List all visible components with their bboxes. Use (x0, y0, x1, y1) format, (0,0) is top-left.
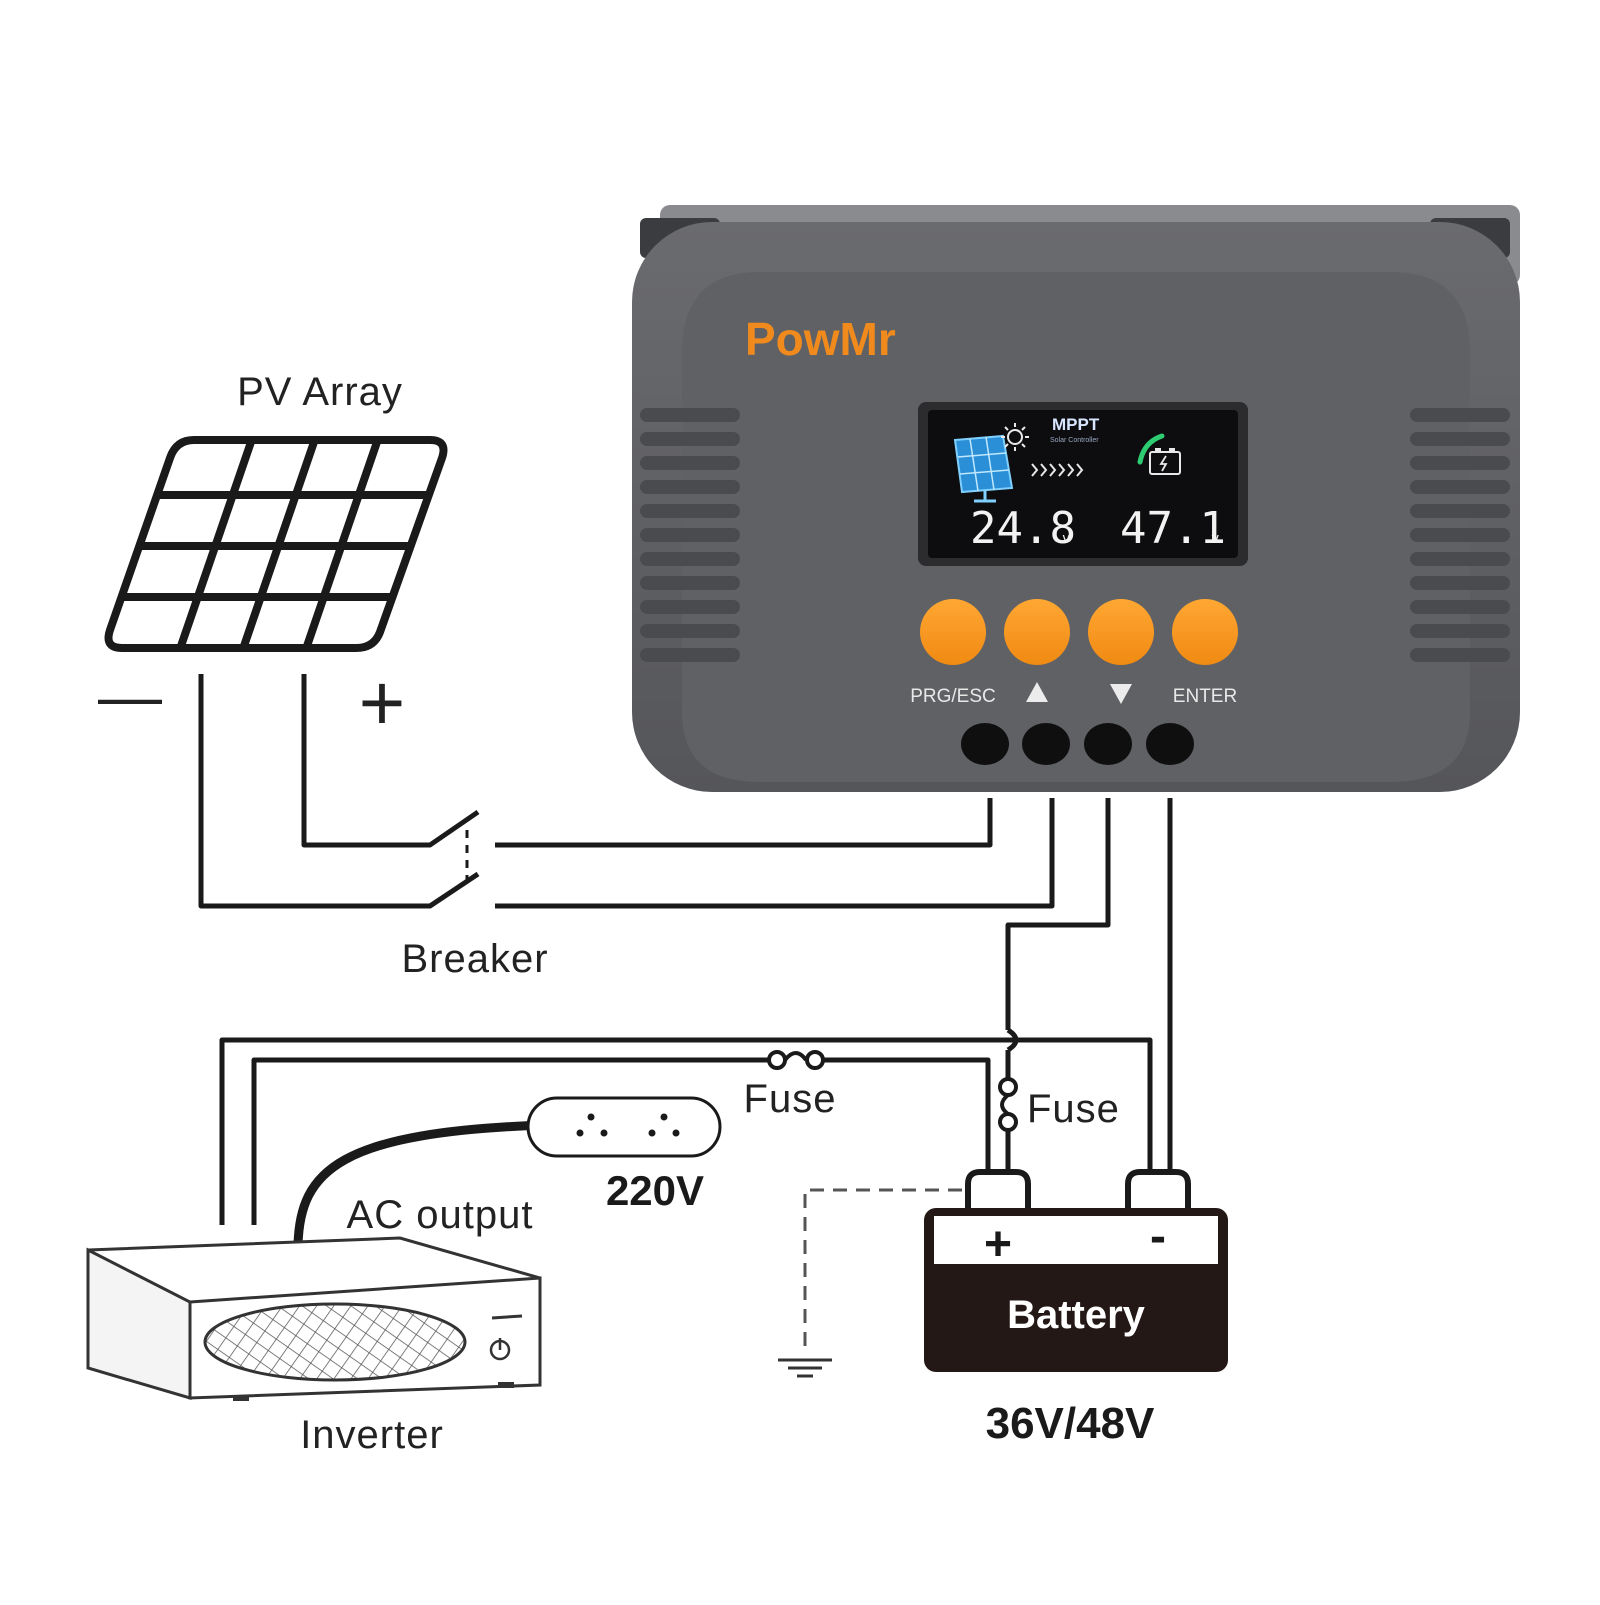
battery-voltage-label: 36V/48V (986, 1399, 1155, 1448)
ground-icon (778, 1358, 832, 1378)
ground-wire (803, 1188, 962, 1352)
enter-key[interactable] (1172, 599, 1238, 665)
battery: + - Battery 36V/48V (924, 1169, 1228, 1448)
ac-output-label: AC output (347, 1193, 534, 1237)
heatsink-rib (640, 600, 740, 614)
lcd-battery-unit: v (1211, 531, 1219, 547)
battery-fuse-icon (998, 1077, 1018, 1132)
lcd-battery-icon (1137, 433, 1181, 475)
lcd-solar-panel-icon (953, 434, 1014, 503)
up-triangle-icon (1026, 682, 1048, 702)
controller-battery-positive-wire (1005, 798, 1111, 1030)
up-key[interactable] (1004, 599, 1070, 665)
brand-logo: PowMr (745, 313, 896, 365)
heatsink-rib (640, 552, 740, 566)
heatsink-rib (1410, 648, 1510, 662)
battery-label: Battery (1007, 1293, 1146, 1337)
pv-minus-symbol: — (98, 660, 162, 732)
lcd-pv-voltage: 24.8 (970, 503, 1076, 554)
inverter-power-icon (489, 1338, 511, 1361)
heatsink-rib (640, 456, 740, 470)
right-heatsink-ribs (1410, 408, 1510, 662)
pv-negative-terminal (961, 723, 1009, 765)
lcd-flow-arrows-icon (1031, 463, 1084, 477)
heatsink-rib (1410, 552, 1510, 566)
battery-top-band (934, 1216, 1218, 1264)
prg-esc-key-label: PRG/ESC (910, 686, 996, 707)
inverter-foot-right (498, 1382, 514, 1388)
lcd-sun-icon (1001, 423, 1029, 451)
pv-positive-terminal (1022, 723, 1070, 765)
battery-negative-post (1125, 1169, 1191, 1210)
heatsink-rib (1410, 576, 1510, 590)
lcd-mode-title: MPPT (1052, 415, 1100, 434)
down-key[interactable] (1088, 599, 1154, 665)
heatsink-rib (1410, 432, 1510, 446)
pv-positive-wire-to-controller (495, 798, 993, 848)
ac-output: 220V AC output (293, 1096, 722, 1250)
ac-voltage-label: 220V (606, 1167, 704, 1214)
heatsink-rib (640, 624, 740, 638)
heatsink-rib (1410, 456, 1510, 470)
heatsink-rib (1410, 480, 1510, 494)
heatsink-rib (640, 432, 740, 446)
battery-positive-terminal (1084, 723, 1132, 765)
inverter-negative-wire (219, 1037, 1153, 1225)
heatsink-rib (1410, 528, 1510, 542)
pv-wiring: Breaker (198, 674, 1055, 981)
breaker-label: Breaker (401, 937, 548, 981)
battery-minus-symbol: - (1150, 1210, 1166, 1263)
heatsink-rib (640, 576, 740, 590)
inverter-fuse-label: Fuse (744, 1077, 837, 1121)
flow-chevron-icon (1058, 463, 1066, 477)
pv-array-label: PV Array (237, 370, 403, 414)
battery-negative-terminal (1146, 723, 1194, 765)
lcd-battery-voltage: 47.1 (1120, 503, 1226, 554)
prg-esc-key[interactable] (920, 599, 986, 665)
flow-chevron-icon (1040, 463, 1048, 477)
power-strip-socket-icon (576, 1113, 680, 1137)
inverter-label: Inverter (300, 1413, 444, 1457)
heatsink-rib (1410, 624, 1510, 638)
inverter-fuse-icon (767, 1050, 825, 1070)
heatsink-rib (640, 528, 740, 542)
flow-chevron-icon (1031, 463, 1039, 477)
pv-negative-wire (198, 674, 480, 909)
flow-chevron-icon (1067, 463, 1075, 477)
inverter-indicator (491, 1314, 523, 1320)
power-strip (526, 1096, 722, 1158)
heatsink-rib (1410, 600, 1510, 614)
left-heatsink-ribs (640, 408, 740, 662)
battery-plus-symbol: + (984, 1218, 1012, 1271)
lcd-pv-unit: v (1062, 531, 1070, 547)
inverter-positive-wire (251, 1057, 768, 1225)
battery-fuse-label: Fuse (1027, 1087, 1120, 1131)
heatsink-rib (640, 648, 740, 662)
heatsink-rib (640, 480, 740, 494)
battery-positive-post (965, 1169, 1031, 1210)
down-triangle-icon (1110, 684, 1132, 704)
heatsink-rib (640, 504, 740, 518)
inverter-foot-left (233, 1395, 249, 1401)
flow-chevron-icon (1049, 463, 1057, 477)
inverter-positive-wire-to-battery (823, 1057, 991, 1178)
lcd-mode-subtitle: Solar Controller (1050, 437, 1099, 444)
inverter-fan-grille (203, 1302, 467, 1382)
pv-array: PV Array — + (98, 370, 448, 747)
flow-chevron-icon (1076, 463, 1084, 477)
inverter: Inverter (86, 1236, 542, 1457)
pv-panel-frame (104, 436, 448, 652)
pv-negative-wire-to-controller (495, 798, 1055, 909)
ac-output-cable (293, 1120, 550, 1250)
pv-positive-wire (301, 674, 480, 848)
pv-plus-symbol: + (359, 658, 406, 747)
enter-key-label: ENTER (1173, 686, 1237, 707)
heatsink-rib (640, 408, 740, 422)
heatsink-rib (1410, 408, 1510, 422)
mppt-controller: PowMr MPPT Solar Controller (632, 205, 1520, 792)
heatsink-rib (1410, 504, 1510, 518)
battery-wiring: Fuse Fuse (219, 798, 1173, 1378)
